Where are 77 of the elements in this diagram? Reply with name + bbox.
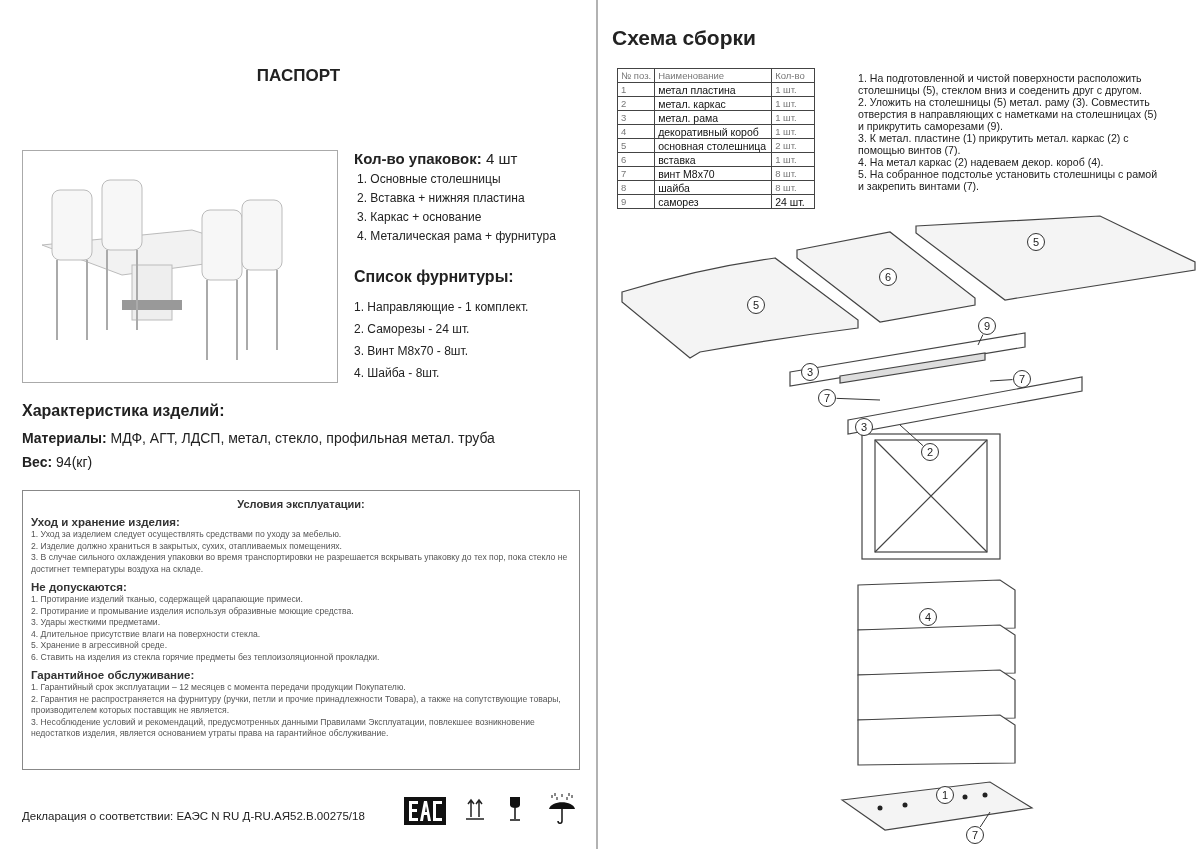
leader-line (836, 397, 881, 401)
instruction-text: 2. Уложить на столешницы (5) метал. раму (3). Совместить отверстия в направляющих с наметками на столешницах (5) и прикрутить саморезами (9). (858, 96, 1158, 132)
list-item: 1. Основные столешницы (357, 172, 501, 186)
list-item: 3. Каркас + основание (357, 210, 482, 224)
leader-line (979, 811, 991, 828)
table-cell: 8 шт. (771, 180, 815, 195)
table-header-cell: Наименование (654, 68, 772, 83)
table-cell: винт М8х70 (654, 166, 772, 181)
table-cell: метал пластина (654, 82, 772, 97)
table-cell: 24 шт. (771, 194, 815, 209)
instruction-text: 1. На подготовленной и чистой поверхности расположить столешницы (5), стеклом вниз и соеденить друг с другом. (858, 72, 1144, 96)
table-cell: 1 (617, 82, 655, 97)
table-cell: 1 шт. (771, 82, 815, 97)
leader-line (977, 334, 984, 346)
text-line: Вес: 94(кг) (22, 454, 93, 470)
list-item: 1. Гарантийный срок эксплуатации – 12 месяцев с момента передачи продукции Покупателю. (31, 682, 407, 694)
table-header-cell: Кол-во (771, 68, 815, 83)
callout-number: 7 (818, 389, 836, 407)
table-cell: 5 (617, 138, 655, 153)
table-cell: 3 (617, 110, 655, 125)
list-item: 1. Уход за изделием следует осуществлять средствами по уходу за мебелью. (31, 529, 343, 541)
heading: Список фурнитуры: (354, 268, 514, 286)
page-title: ПАСПОРТ (255, 66, 342, 86)
table-cell: 6 (617, 152, 655, 167)
table-cell: 7 (617, 166, 655, 181)
table-cell: 9 (617, 194, 655, 209)
leader-line (899, 424, 924, 447)
callout-number: 7 (966, 826, 984, 844)
table-cell: 1 шт. (771, 96, 815, 111)
callout-number: 9 (978, 317, 996, 335)
list-item: 4. Металическая рама + фурнитура (357, 229, 556, 243)
list-item: 2. Саморезы - 24 шт. (354, 322, 470, 336)
table-cell: 4 (617, 124, 655, 139)
list-item: 4. Длительное присутствие влаги на поверхности стекла. (31, 628, 262, 640)
instruction-text: 4. На метал каркас (2) надеваем декор. короб (4). (858, 156, 1105, 168)
table-cell: саморез (654, 194, 772, 209)
heading: Характеристика изделий: (22, 402, 225, 420)
table-cell: 2 шт. (771, 138, 815, 153)
table-cell: метал. каркас (654, 96, 772, 111)
instruction-text: 3. К метал. пластине (1) прикрутить метал. каркас (2) с помощью винтов (7). (858, 132, 1130, 156)
list-item: 6. Ставить на изделия из стекла горячие предметы без теплоизоляционной прокладки. (31, 651, 381, 663)
table-cell: 8 (617, 180, 655, 195)
table-cell: вставка (654, 152, 772, 167)
leader-line (989, 379, 1013, 382)
list-item: 2. Гарантия не распространяется на фурнитуру (ручки, петли и прочие принадлежности Товара), а также на сопутствующие товары, производителем которых поставщик не является. (31, 693, 562, 717)
heading: Кол-во упаковок: 4 шт (354, 150, 518, 167)
table-cell: метал. рама (654, 110, 772, 125)
list-item: 3. Винт М8х70 - 8шт. (354, 344, 468, 358)
table-cell: 2 (617, 96, 655, 111)
table-cell: основная столешница (654, 138, 772, 153)
list-item: 5. Хранение в агрессивной среде. (31, 640, 169, 652)
table-header-cell: № поз. (617, 68, 655, 83)
table-cell: декоративный короб (654, 124, 772, 139)
table-cell: 1 шт. (771, 110, 815, 125)
instruction-text: 5. На собранное подстолье установить столешницы с рамой и закрепить винтами (7). (858, 168, 1158, 192)
callout-number: 3 (801, 363, 819, 381)
list-item: 3. В случае сильного охлаждения упаковки во время транспортировки не разрешается вскрывать упаковку до тех пор, пока стекло не достигнет температуры воздуха на складе. (31, 552, 569, 575)
section-heading: Гарантийное обслуживание: (31, 669, 196, 681)
list-item: 3. Несоблюдение условий и рекомендаций, предусмотренных данными Правилами Эксплуатации, повлекшее возникновение недостатков изделия, является основанием утраты права на гарантийное обслуживание. (31, 716, 536, 740)
table-cell: 8 шт. (771, 166, 815, 181)
list-item: 3. Удары жесткими предметами. (31, 617, 162, 629)
page-title: Схема сборки (612, 26, 756, 50)
section-heading: Не допускаются: (31, 581, 128, 593)
list-item: 2. Изделие должно храниться в закрытых, сухих, отапливаемых помещениях. (31, 540, 343, 552)
list-item: 2. Вставка + нижняя пластина (357, 191, 525, 205)
text-line: Материалы: МДФ, АГТ, ЛДСП, метал, стекло, профильная метал. труба (22, 430, 495, 446)
table-cell: шайба (654, 180, 772, 195)
panel-title: Условия эксплуатации: (236, 498, 366, 510)
table-cell: 1 шт. (771, 124, 815, 139)
callout-number: 7 (1013, 370, 1031, 388)
list-item: 4. Шайба - 8шт. (354, 366, 440, 380)
section-heading: Уход и хранение изделия: (31, 516, 181, 528)
declaration-text: Декларация о соответствии: ЕАЭС N RU Д-RU.АЯ52.В.00275/18 (22, 810, 365, 822)
table-cell: 1 шт. (771, 152, 815, 167)
list-item: 1. Протирание изделий тканью, содержащей царапающие примеси. (31, 594, 304, 606)
list-item: 1. Направляющие - 1 комплект. (354, 300, 529, 314)
list-item: 2. Протирание и промывание изделия используя образивные моющие средства. (31, 605, 355, 617)
